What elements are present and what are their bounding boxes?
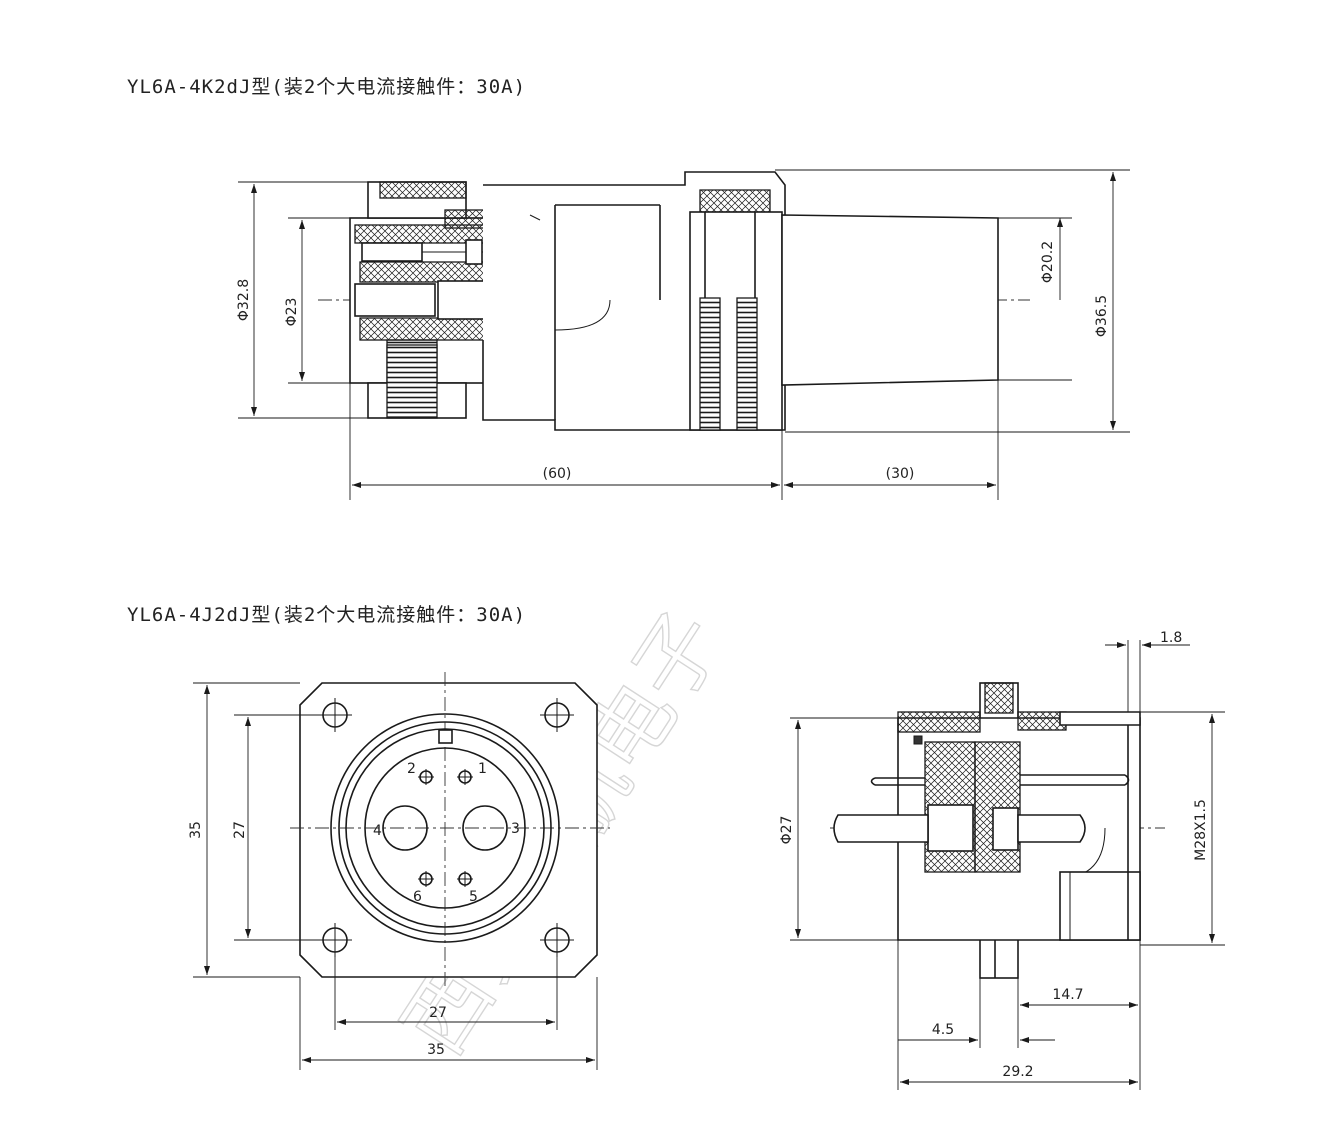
dim-body-length: (60) <box>543 466 572 482</box>
plug-collar-section <box>379 181 467 199</box>
plug-rear-knurl-face <box>386 344 438 418</box>
dim-cable-dia: Φ20.2 <box>1040 241 1056 283</box>
dim-dia: Φ27 <box>779 816 795 845</box>
title-receptacle-model: YL6A-4J2dJ型(装2个大电流接触件：30A) <box>127 604 527 626</box>
dim-max-dia: Φ36.5 <box>1094 295 1110 337</box>
pin-label-3: 3 <box>511 821 520 837</box>
pin-label-1: 1 <box>478 761 487 777</box>
dim-outer-dia: Φ32.8 <box>236 279 252 321</box>
ring-2 <box>338 721 552 935</box>
dim-tail-length: (30) <box>886 466 915 482</box>
contact-pin-small-tip <box>870 777 876 786</box>
plug-side-view: Φ32.8 Φ23 Φ20.2 Φ36.5 (60) (30) <box>236 169 1130 500</box>
pin-label-5: 5 <box>469 889 478 905</box>
plug-gland-section <box>699 189 771 213</box>
plug-inner-arc <box>554 299 611 331</box>
dim-width-outer: 35 <box>427 1042 445 1058</box>
plug-contact-small <box>361 242 423 262</box>
plug-nut-knurl-1 <box>699 297 721 431</box>
dim-thread: M28X1.5 <box>1193 799 1209 861</box>
contact-large-pin-rear <box>1017 814 1086 843</box>
receptacle-insert-rear <box>974 741 1021 873</box>
title-plug-model: YL6A-4K2dJ型(装2个大电流接触件：30A) <box>127 76 527 98</box>
receptacle-oring <box>913 735 923 745</box>
receptacle-thread <box>1059 871 1141 941</box>
contact-large-body <box>927 804 974 852</box>
dim-len-b: 4.5 <box>932 1022 954 1038</box>
contact-3-large <box>462 805 508 851</box>
dim-len-a: 14.7 <box>1052 987 1083 1003</box>
thread-top <box>1059 711 1141 726</box>
receptacle-side-view: 1.8 Φ27 M28X1.5 14.7 4.5 29.2 <box>779 630 1225 1090</box>
receptacle-front-view: 1 2 3 4 5 6 35 27 27 35 <box>188 672 610 1070</box>
dim-inner-dia: Φ23 <box>284 298 300 327</box>
contact-large-collar <box>992 807 1019 851</box>
plug-cable-tail <box>781 214 999 386</box>
dim-flange: 1.8 <box>1160 630 1182 646</box>
polarizing-key <box>438 729 453 744</box>
dim-width-inner: 27 <box>429 1005 447 1021</box>
dim-height-inner: 27 <box>232 821 248 839</box>
pin-label-2: 2 <box>407 761 416 777</box>
pin-label-6: 6 <box>413 889 422 905</box>
plug-inner-detail <box>529 214 541 221</box>
pin-label-4: 4 <box>373 823 382 839</box>
plug-contact-large-sleeve <box>437 280 487 320</box>
dim-len-total: 29.2 <box>1002 1064 1033 1080</box>
contact-large-pin-front <box>833 814 929 843</box>
plug-contact-large <box>354 283 436 317</box>
ring-insert <box>364 747 526 909</box>
flange-top-section <box>984 682 1014 714</box>
plug-insert-mid <box>359 261 496 283</box>
plug-nut-knurl-2 <box>736 297 758 431</box>
contact-4-large <box>382 805 428 851</box>
shell-top-section <box>897 711 981 733</box>
ring-3 <box>345 728 545 928</box>
ring-outer <box>330 713 560 943</box>
plug-contact-collar <box>465 239 483 265</box>
shell-top-section-rear <box>1017 711 1067 731</box>
contact-crosses <box>418 769 473 887</box>
dim-height-outer: 35 <box>188 821 204 839</box>
